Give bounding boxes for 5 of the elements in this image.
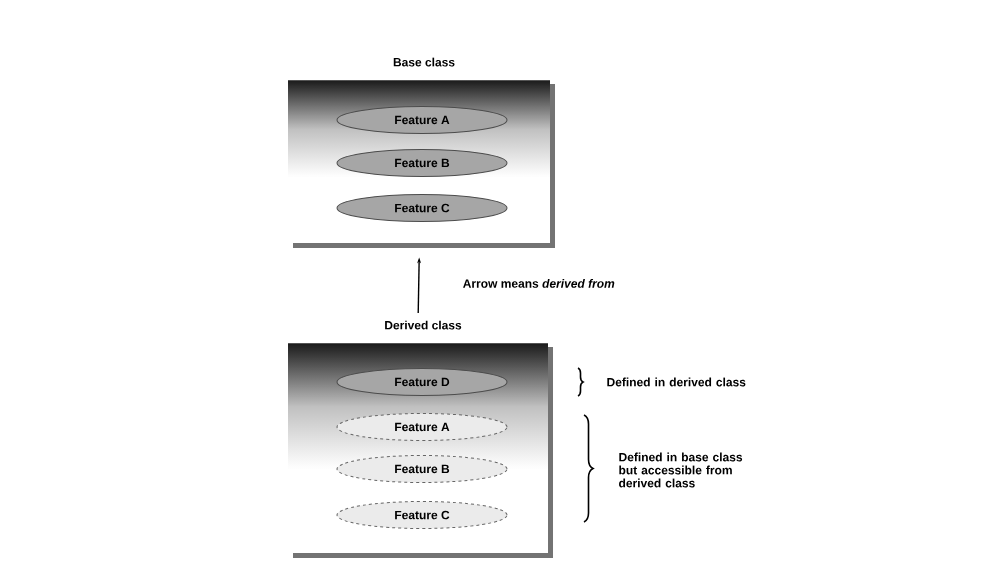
- annotation: Defined in derived class: [607, 377, 746, 387]
- annotation: Defined in base class but accessible from derived class: [619, 452, 743, 488]
- node-label: Base class: [393, 57, 455, 67]
- node-label: Derived class: [385, 320, 462, 330]
- edge-label: Arrow means derived from: [463, 279, 615, 288]
